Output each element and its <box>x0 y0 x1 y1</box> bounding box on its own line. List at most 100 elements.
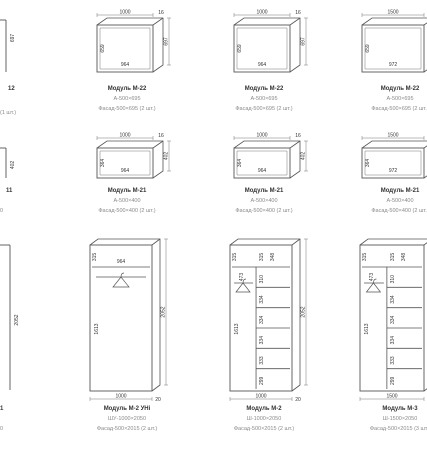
wardrobe-m2-dim-sec-2: 334 <box>259 315 265 324</box>
module-m22-a-dim-height-label: 697 <box>164 37 170 46</box>
module-m22-a-caption-name: Модуль М-22 <box>108 86 147 92</box>
wardrobe-m2-uni-hanger-icon <box>112 272 130 288</box>
module-m21-a-caption-spec: А-500×400 <box>113 198 140 204</box>
wardrobe-m2-front <box>229 244 293 392</box>
partial-row1-name: 12 <box>8 86 15 92</box>
wardrobe-m3-hanger-icon <box>365 278 382 293</box>
module-m22-b-dim-inner-h: 659 <box>237 44 243 53</box>
module-m22-a-dim-depth: 16 <box>158 10 164 16</box>
wardrobe-m3-dim-left: 473 <box>369 273 375 282</box>
module-m21-b-dim-width-label: 1000 <box>256 133 267 139</box>
module-m22-c-caption-spec: А-500×695 <box>386 96 413 102</box>
wardrobe-m2-uni-dim-depth: 20 <box>155 397 161 403</box>
module-m21-b-caption-name: Модуль М-21 <box>245 188 284 194</box>
partial-row3-name: 1 <box>0 406 4 412</box>
module-m21-a-front <box>96 147 154 179</box>
module-m22-b-front <box>233 24 291 73</box>
module-m22-b-caption-spec: А-500×695 <box>250 96 277 102</box>
module-m22-c-dim-inner-w: 972 <box>389 62 398 68</box>
wardrobe-m2-dim-height-label: 2052 <box>301 306 307 317</box>
wardrobe-m3: 3151500202052161347331033433433433329931… <box>359 238 427 401</box>
wardrobe-m3-edge <box>423 242 427 246</box>
module-m22-c-front <box>361 24 425 73</box>
module-m21-a: 1000 16 402 364 964 <box>96 133 171 179</box>
wardrobe-m3-dim-mid2: 348 <box>401 253 407 262</box>
module-m22-a-dim-inner-w: 964 <box>121 62 130 68</box>
module-m21-c-caption-spec: А-500×400 <box>386 198 413 204</box>
wardrobe-m2-dim-width-label: 1000 <box>255 394 266 400</box>
wardrobe-m2-dim-mid2: 348 <box>270 253 276 262</box>
module-m21-c-front <box>361 147 425 179</box>
module-m21-a-dim-width-label: 1000 <box>119 133 130 139</box>
module-m21-b-edge <box>289 140 301 149</box>
wardrobe-m3-dim-width-label: 1500 <box>386 394 397 400</box>
module-m21-c-dim-inner-h: 364 <box>365 159 371 168</box>
module-m22-c-edge <box>423 22 427 26</box>
wardrobe-m3-dim-top2: 315 <box>390 253 396 262</box>
wardrobe-m2-dim-left: 473 <box>239 273 245 282</box>
module-m22-c-caption-name: Модуль М-22 <box>381 86 420 92</box>
wardrobe-m3-front <box>359 244 425 392</box>
wardrobe-m2-dim-body: 1613 <box>234 323 240 334</box>
wardrobe-m2-uni-caption-facade: Фасад-500×2015 (2 шт.) <box>97 426 158 432</box>
wardrobe-m3-dim-sec-5: 299 <box>390 376 396 385</box>
module-m21-b-front <box>233 147 291 179</box>
partial-row3-facade: 0 <box>0 426 3 432</box>
module-m22-a-front <box>96 24 154 73</box>
module-m22-c-back <box>361 17 427 73</box>
wardrobe-m3-back <box>359 238 427 392</box>
wardrobe-m2-dim-sec-5: 299 <box>259 376 265 385</box>
wardrobe-m3-dim-sec-2: 334 <box>390 315 396 324</box>
module-m21-b-dim-depth: 16 <box>295 133 301 139</box>
module-m21-c-edge <box>423 145 427 149</box>
wardrobe-m2-caption-spec: Ш-1000×2050 <box>247 416 282 422</box>
wardrobe-m3-caption-facade: Фасад-500×2015 (3 шт.) <box>370 426 427 432</box>
partial-row2-facade: 0 <box>0 208 3 214</box>
module-m21-a-dim-inner-w: 964 <box>121 168 130 174</box>
module-m21-c-caption-facade: Фасад-500×400 (2 шт.) <box>371 208 427 214</box>
wardrobe-m3-dim-top: 315 <box>362 253 368 262</box>
wardrobe-m2-uni-dim-width-label: 1000 <box>115 394 126 400</box>
module-m21-b-dim-inner-h: 364 <box>237 159 243 168</box>
wardrobe-m2-uni-caption-name: Модуль М-2 УНі <box>104 406 151 412</box>
wardrobe-m2-caption-name: Модуль М-2 <box>246 406 282 412</box>
wardrobe-m2-dim-sec-3: 334 <box>259 336 265 345</box>
module-m21-b-dim-height-label: 402 <box>301 152 307 161</box>
module-m21-a-dim-depth: 16 <box>158 133 164 139</box>
module-m22-b-edge <box>289 17 301 26</box>
module-m21-a-caption-facade: Фасад-500×400 (2 шт.) <box>98 208 155 214</box>
wardrobe-m3-dim-body: 1613 <box>364 323 370 334</box>
module-m22-c-dim-inner-h: 659 <box>365 44 371 53</box>
wardrobe-m2-edge <box>291 238 301 246</box>
module-m21-b: 1000 16 402 364 964 <box>233 133 308 179</box>
wardrobe-m2-dim-top2: 315 <box>259 253 265 262</box>
wardrobe-m3-caption-name: Модуль М-3 <box>382 406 418 412</box>
module-m21-a-dim-inner-h: 364 <box>100 159 106 168</box>
module-m21-a-edge <box>152 140 164 149</box>
partial-ward-height: 2052 <box>14 314 20 325</box>
module-m22-b-dim-depth: 16 <box>295 10 301 16</box>
partial-row1-facade: (1 шт.) <box>0 110 16 116</box>
module-m21-a-dim-height-label: 402 <box>164 152 170 161</box>
module-m21-c: 150016402364972 <box>361 133 427 179</box>
module-m22-b-caption-facade: Фасад-500×695 (2 шт.) <box>235 106 292 112</box>
wardrobe-m3-dim-sec-1: 334 <box>390 295 396 304</box>
module-m22-b-dim-width-label: 1000 <box>256 10 267 16</box>
partial-row2-name: 11 <box>6 188 13 194</box>
wardrobe-m2-uni-dim-shelf: 964 <box>117 259 126 265</box>
wardrobe-m3-dim-sec-3: 334 <box>390 336 396 345</box>
wardrobe-m2-uni-front <box>89 244 153 392</box>
module-m21-c-caption-name: Модуль М-21 <box>381 188 420 194</box>
wardrobe-m3-dim-sec-4: 333 <box>390 356 396 365</box>
wardrobe-m2-uni-edge <box>151 238 161 246</box>
module-m21-b-caption-facade: Фасад-500×400 (2 шт.) <box>235 208 292 214</box>
module-m21-b-dim-inner-w: 964 <box>258 168 267 174</box>
module-m22-c: 150016697659972 <box>361 10 427 73</box>
module-m22-a-caption-facade: Фасад-500×695 (2 шт.) <box>98 106 155 112</box>
